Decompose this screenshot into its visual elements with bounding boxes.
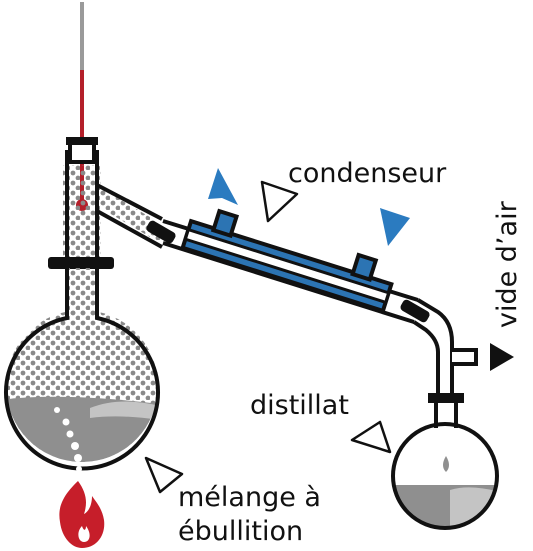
water-outlet-port	[350, 252, 379, 283]
distillate-drop	[443, 456, 449, 472]
water-in-arrow-icon	[380, 208, 410, 246]
condenser-pointer-icon	[260, 180, 299, 223]
boiling-flask	[4, 268, 160, 472]
water-inlet-port	[210, 208, 240, 239]
vacuum-label: vide d’air	[492, 200, 523, 328]
receiving-flask	[391, 393, 499, 530]
condenser-label: condenseur	[288, 158, 447, 189]
flask-joint-clip	[48, 257, 114, 269]
bubbles	[54, 407, 82, 472]
mixture-pointer-icon	[144, 456, 184, 494]
vacuum-arrow-icon	[490, 343, 514, 371]
distillate-label: distillat	[250, 390, 349, 421]
water-out-arrow-icon	[208, 168, 238, 205]
condenser-jacket	[180, 208, 394, 314]
mixture-label-line2: ébullition	[178, 516, 303, 547]
receiver-adapter	[412, 298, 514, 396]
side-arm	[96, 183, 176, 249]
distillate-pointer-icon	[350, 420, 392, 454]
distillation-head	[48, 137, 114, 269]
mixture-label-line1: mélange à	[178, 482, 321, 513]
flame-icon	[59, 481, 105, 548]
